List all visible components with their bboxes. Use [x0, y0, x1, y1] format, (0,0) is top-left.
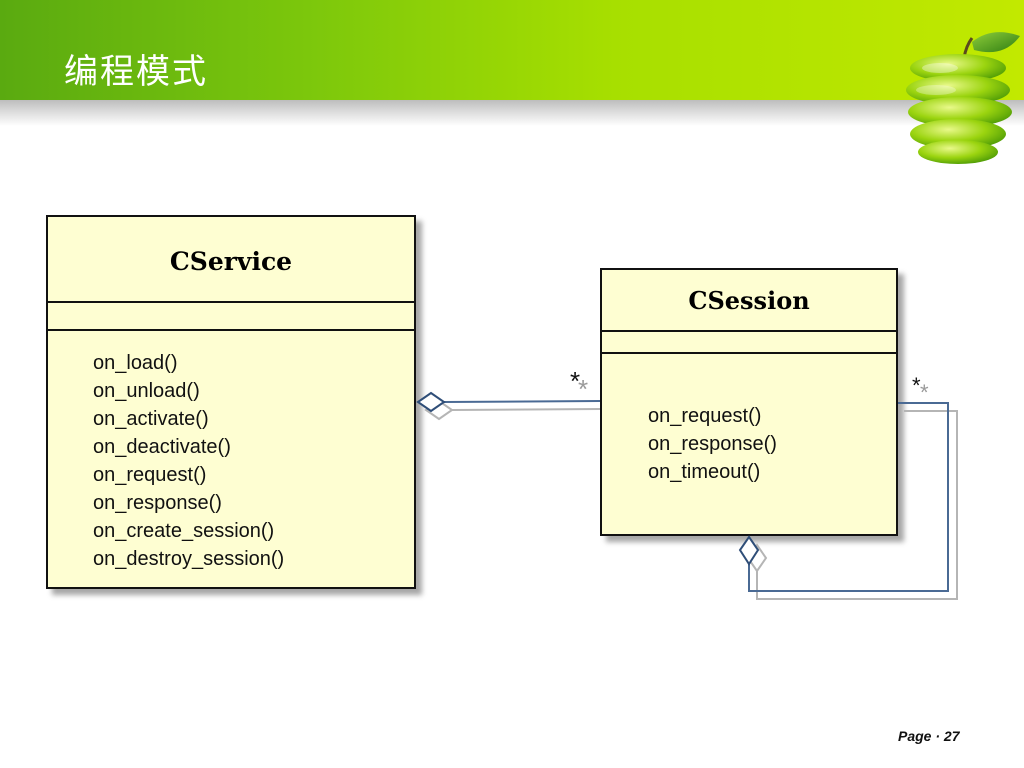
- method-on-request: on_request(): [648, 405, 762, 427]
- method-on-unload: on_unload(): [93, 380, 200, 402]
- class-methods-csession: on_request() on_response() on_timeout(): [602, 354, 896, 486]
- self-aggregation-line-shadow: [756, 410, 958, 600]
- header-bar: [0, 0, 1024, 100]
- method-on-load: on_load(): [93, 352, 178, 374]
- green-apple-icon: [906, 32, 1020, 164]
- method-on-create-session: on_create_session(): [93, 520, 275, 542]
- class-box-cservice: CService on_load() on_unload() on_activa…: [46, 215, 416, 589]
- multiplicity-label-self-shadow: *: [920, 380, 929, 405]
- page-separator: ·: [935, 728, 941, 744]
- aggregation-line: [443, 400, 601, 403]
- page-number: Page · 27: [898, 728, 960, 744]
- multiplicity-label-cservice-csession-shadow: *: [578, 374, 589, 404]
- self-aggregation-diamond: [738, 535, 760, 566]
- slide-title: 编程模式: [64, 52, 208, 92]
- header-shadow: [0, 100, 1024, 126]
- aggregation-diamond: [416, 391, 446, 413]
- method-on-request: on_request(): [93, 464, 207, 486]
- method-on-activate: on_activate(): [93, 408, 209, 430]
- page-number-value: 27: [943, 728, 960, 744]
- class-attributes-cservice: [48, 303, 414, 331]
- method-on-response: on_response(): [648, 433, 777, 455]
- multiplicity-label-cservice-csession: *: [570, 366, 581, 396]
- aggregation-line-shadow: [451, 408, 601, 411]
- method-on-deactivate: on_deactivate(): [93, 436, 231, 458]
- method-on-response: on_response(): [93, 492, 222, 514]
- self-aggregation-line: [748, 402, 949, 592]
- method-on-destroy-session: on_destroy_session(): [93, 548, 285, 570]
- class-methods-cservice: on_load() on_unload() on_activate() on_d…: [48, 331, 414, 573]
- class-name-csession: CSession: [602, 270, 896, 332]
- class-box-csession: CSession on_request() on_response() on_t…: [600, 268, 898, 536]
- class-attributes-csession: [602, 332, 896, 354]
- method-on-timeout: on_timeout(): [648, 461, 761, 483]
- class-name-cservice: CService: [48, 217, 414, 303]
- page-label: Page: [898, 728, 932, 744]
- multiplicity-label-self: *: [912, 373, 921, 398]
